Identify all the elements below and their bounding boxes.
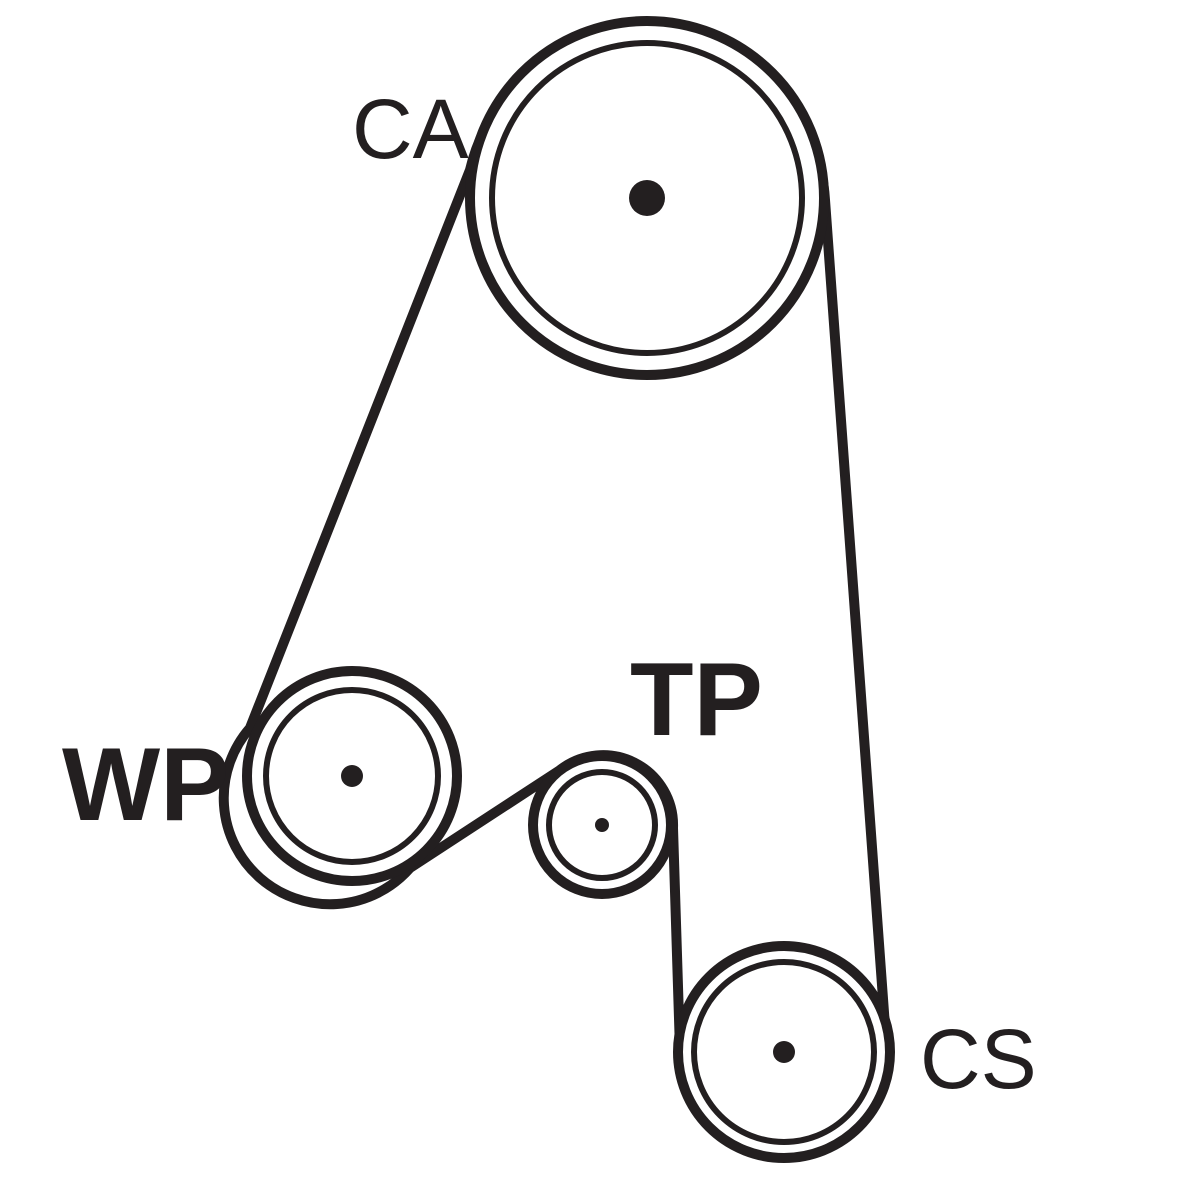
- pulley-cs-hub: [773, 1041, 795, 1063]
- pulley-tp: [528, 751, 676, 899]
- label-wp: WP: [62, 727, 230, 843]
- pulley-ca: [465, 16, 829, 380]
- pulley-wp-hub: [341, 765, 363, 787]
- label-ca: CA: [352, 82, 469, 176]
- label-tp: TP: [630, 642, 763, 758]
- pulley-tp-hub: [595, 818, 609, 832]
- pulley-ca-hub: [629, 180, 665, 216]
- pulley-wp: [242, 666, 462, 886]
- label-cs: CS: [920, 1012, 1037, 1106]
- pulley-cs: [673, 941, 895, 1163]
